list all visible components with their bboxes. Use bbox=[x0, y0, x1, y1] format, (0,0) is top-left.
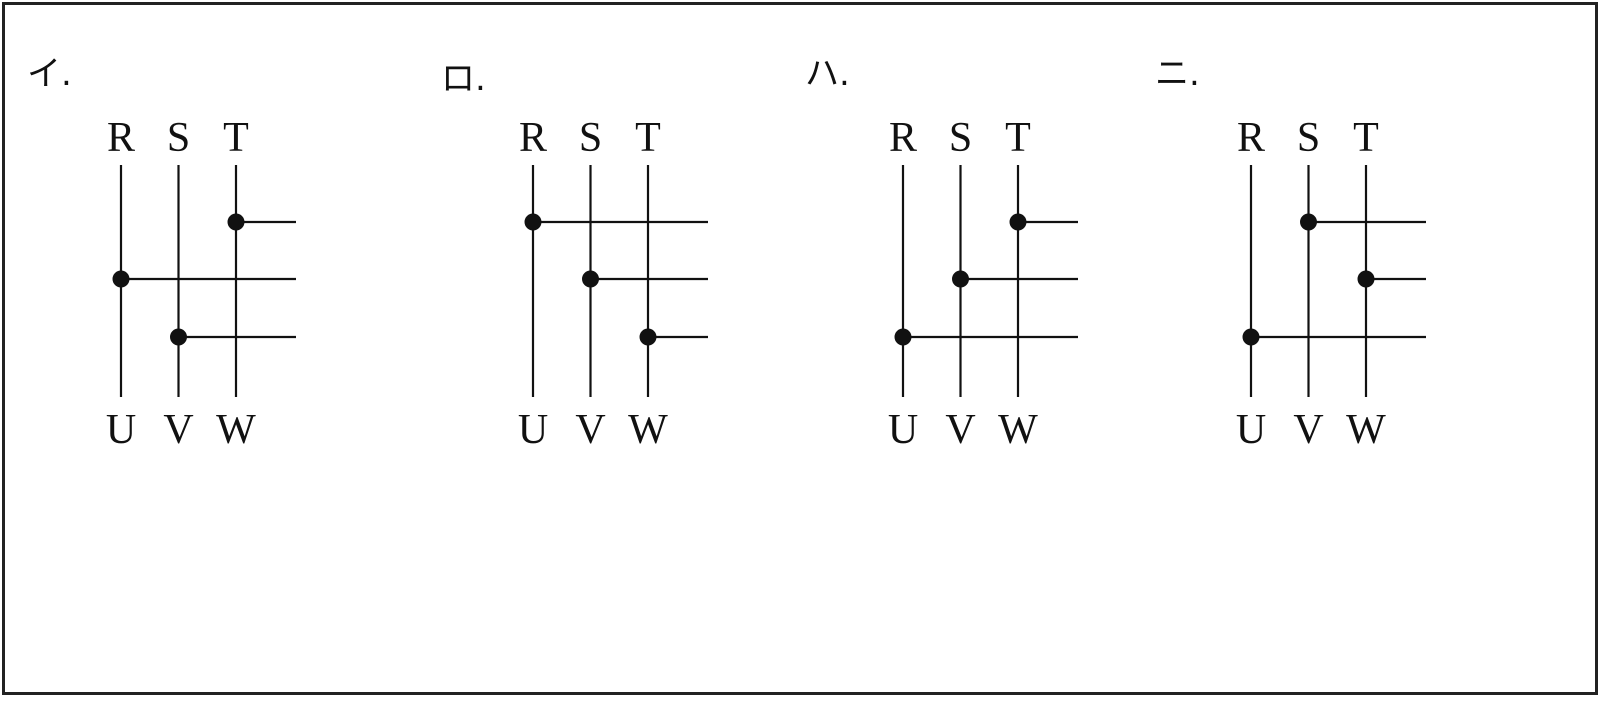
option-label: ハ. bbox=[805, 54, 850, 94]
connection-dot bbox=[639, 328, 657, 346]
terminal-label-U: U bbox=[106, 407, 136, 453]
terminal-label-R: R bbox=[107, 115, 135, 161]
terminal-label-R: R bbox=[519, 115, 547, 161]
terminal-label-R: R bbox=[1237, 115, 1265, 161]
terminal-label-U: U bbox=[1236, 407, 1266, 453]
terminal-label-V: V bbox=[163, 407, 193, 453]
terminal-label-T: T bbox=[1353, 115, 1379, 161]
terminal-label-S: S bbox=[579, 115, 602, 161]
terminal-label-S: S bbox=[1297, 115, 1320, 161]
terminal-label-W: W bbox=[998, 407, 1038, 453]
terminal-label-W: W bbox=[1346, 407, 1386, 453]
terminal-label-U: U bbox=[888, 407, 918, 453]
terminal-label-R: R bbox=[889, 115, 917, 161]
connection-dot bbox=[1357, 270, 1375, 288]
terminal-label-V: V bbox=[1293, 407, 1323, 453]
terminal-label-W: W bbox=[628, 407, 668, 453]
connection-dot bbox=[1009, 213, 1027, 231]
connection-dot bbox=[112, 270, 130, 288]
terminal-label-V: V bbox=[945, 407, 975, 453]
terminal-label-T: T bbox=[1005, 115, 1031, 161]
terminal-label-U: U bbox=[518, 407, 548, 453]
connection-dot bbox=[894, 328, 912, 346]
connection-dot bbox=[170, 328, 187, 346]
connection-dot bbox=[524, 213, 542, 231]
terminal-label-S: S bbox=[949, 115, 972, 161]
option-label: ニ. bbox=[1155, 54, 1200, 94]
connection-dot bbox=[1242, 328, 1260, 346]
terminal-label-S: S bbox=[167, 115, 190, 161]
terminal-label-W: W bbox=[216, 407, 256, 453]
terminal-label-T: T bbox=[635, 115, 661, 161]
connection-dot bbox=[582, 270, 599, 288]
connection-dot bbox=[227, 213, 245, 231]
connection-dot bbox=[1300, 213, 1317, 231]
option-label: ロ. bbox=[441, 59, 486, 99]
option-label: イ. bbox=[27, 54, 72, 94]
terminal-label-T: T bbox=[223, 115, 249, 161]
terminal-label-V: V bbox=[575, 407, 605, 453]
connection-dot bbox=[952, 270, 969, 288]
